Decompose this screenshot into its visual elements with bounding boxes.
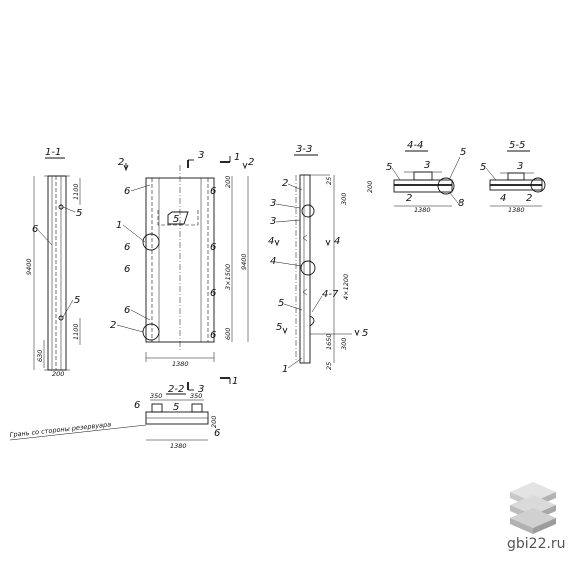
dim-1380-front: 1380 bbox=[172, 360, 189, 368]
dim-3x1500: 3×1500 bbox=[224, 264, 232, 290]
dim-1100-top: 1100 bbox=[72, 183, 80, 200]
callout-6-front-r3: 6 bbox=[210, 288, 216, 299]
callout-5-front: 5 bbox=[173, 214, 179, 225]
section-4-4: 4-4 5 3 5 2 8 200 1380 bbox=[366, 140, 466, 214]
cut-3-bottom: 3 bbox=[198, 384, 204, 395]
callout-6-front-r2: 6 bbox=[210, 242, 216, 253]
callout-6-2-2-right: 6 bbox=[214, 428, 220, 439]
dim-200-front: 200 bbox=[224, 176, 232, 188]
dim-200-4-4: 200 bbox=[366, 181, 374, 193]
callout-4-3-3: 4 bbox=[270, 256, 276, 267]
watermark-text: gbi22.ru bbox=[507, 536, 566, 552]
callout-5-5-5: 5 bbox=[480, 162, 486, 173]
front-view: 2 3 3 1 1 2 6 1 6 6 6 2 6 6 6 bbox=[110, 150, 254, 395]
dim-1650: 1650 bbox=[325, 333, 333, 350]
callout-2-front: 2 bbox=[110, 320, 116, 331]
dim-600-front: 600 bbox=[224, 328, 232, 340]
callout-5-4-4: 5 bbox=[386, 162, 392, 173]
callout-4-5-5: 4 bbox=[500, 193, 506, 204]
callout-3-5-5: 3 bbox=[517, 161, 523, 172]
face-note: Грань со стороны резервуара bbox=[9, 420, 111, 439]
cut-5-right: 5 bbox=[362, 328, 368, 339]
cut-2-right: 2 bbox=[248, 157, 254, 168]
callout-6-front-r4: 6 bbox=[210, 330, 216, 341]
callout-5-2-2: 5 bbox=[173, 402, 179, 413]
callout-6-front-4: 6 bbox=[124, 305, 130, 316]
dim-25-bottom: 25 bbox=[325, 362, 333, 370]
callout-2-5-5: 2 bbox=[526, 193, 532, 204]
callout-5-1-1-top: 5 bbox=[76, 208, 82, 219]
dim-350-left: 350 bbox=[150, 392, 162, 400]
callout-8-4-4: 8 bbox=[458, 198, 464, 209]
cut-2-top: 2 bbox=[118, 157, 124, 168]
cut-4-left: 4 bbox=[268, 236, 274, 247]
callout-6-front-2: 6 bbox=[124, 242, 130, 253]
section-2-2-title: 2-2 bbox=[168, 384, 184, 395]
callout-6-2-2: 6 bbox=[134, 400, 140, 411]
callout-3-4-4: 3 bbox=[424, 160, 430, 171]
section-3-3: 3-3 25 300 4×1200 1650 300 25 2 3 3 4 4 … bbox=[268, 144, 368, 375]
section-2-2: 2-2 350 350 5 6 1380 200 6 Грань со стор… bbox=[9, 384, 220, 450]
callout-6-front-3: 6 bbox=[124, 264, 130, 275]
section-1-1: 1-1 9400 1100 1100 630 200 6 5 5 bbox=[25, 147, 82, 378]
section-4-4-title: 4-4 bbox=[407, 140, 423, 151]
cut-4-right: 4 bbox=[334, 236, 340, 247]
dim-9400-front: 9400 bbox=[240, 253, 248, 270]
dim-1100-bottom: 1100 bbox=[72, 323, 80, 340]
callout-6-front-1: 6 bbox=[124, 186, 130, 197]
dim-200-1-1: 200 bbox=[52, 370, 64, 378]
section-5-5: 5-5 5 3 4 2 1380 bbox=[480, 140, 546, 214]
callout-2-3-3: 2 bbox=[282, 178, 288, 189]
section-3-3-title: 3-3 bbox=[296, 144, 312, 155]
dim-630: 630 bbox=[36, 350, 44, 362]
cut-5-left: 5 bbox=[276, 322, 282, 333]
callout-5-1-1-bottom: 5 bbox=[74, 295, 80, 306]
dim-4x1200: 4×1200 bbox=[342, 274, 350, 300]
callout-6-front-r1: 6 bbox=[210, 186, 216, 197]
section-5-5-title: 5-5 bbox=[509, 140, 525, 151]
callout-1-front: 1 bbox=[116, 220, 122, 231]
cut-3-top: 3 bbox=[198, 150, 204, 161]
callout-3-3-3-a: 3 bbox=[270, 198, 276, 209]
dim-1380-4-4: 1380 bbox=[414, 206, 431, 214]
cut-1-bottom: 1 bbox=[232, 376, 238, 387]
callout-2-4-4: 2 bbox=[406, 193, 412, 204]
dim-9400-left: 9400 bbox=[25, 258, 33, 275]
dim-200-2-2: 200 bbox=[210, 416, 218, 428]
cut-1-top: 1 bbox=[234, 152, 240, 163]
callout-4-7: 4-7 bbox=[322, 289, 339, 300]
dim-25-top: 25 bbox=[325, 177, 333, 185]
watermark-logo bbox=[510, 482, 556, 534]
callout-5-4-4-r: 5 bbox=[460, 147, 466, 158]
section-1-1-title: 1-1 bbox=[45, 147, 61, 158]
dim-300-3-3-top: 300 bbox=[340, 193, 348, 205]
callout-6-1-1: 6 bbox=[32, 224, 38, 235]
callout-3-3-3-b: 3 bbox=[270, 216, 276, 227]
callout-1-3-3: 1 bbox=[282, 364, 288, 375]
callout-5-3-3-a: 5 bbox=[278, 298, 284, 309]
dim-1380-2-2: 1380 bbox=[170, 442, 187, 450]
dim-300-3-3-bottom: 300 bbox=[340, 338, 348, 350]
dim-350-right: 350 bbox=[190, 392, 202, 400]
dim-1380-5-5: 1380 bbox=[508, 206, 525, 214]
